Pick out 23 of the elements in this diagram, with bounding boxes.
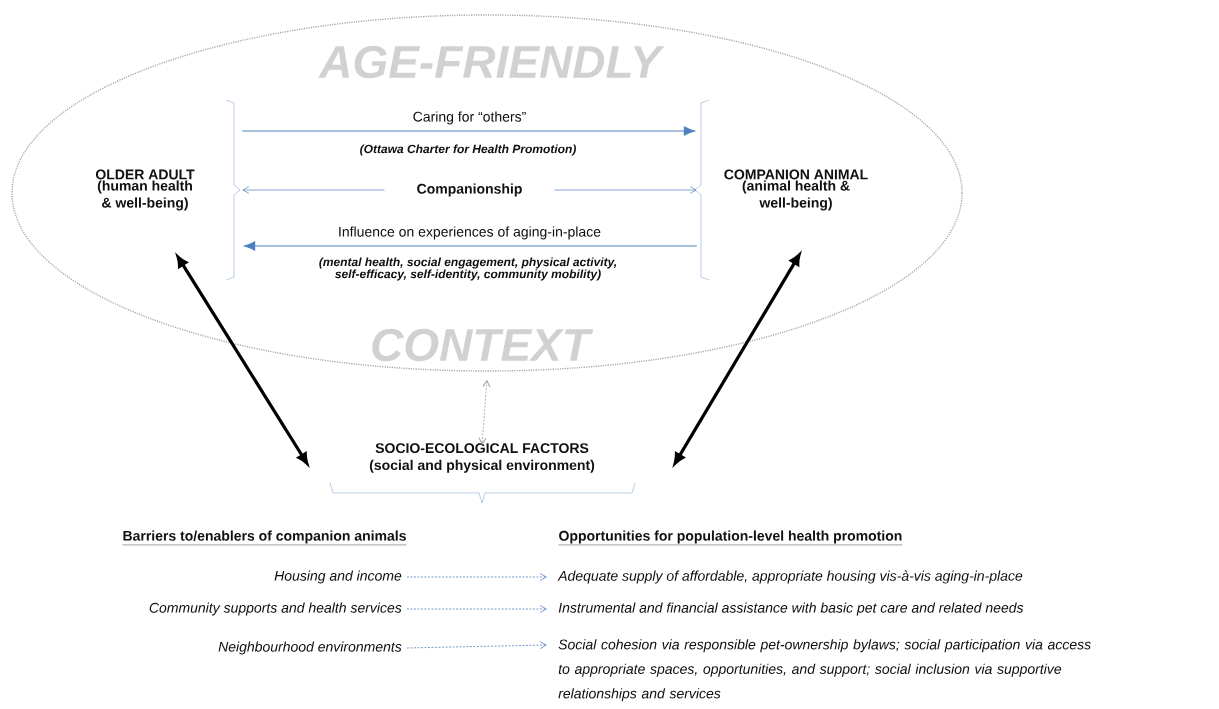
opportunity-text: Instrumental and financial assistance with basic pet care and related needs [558,602,1024,616]
arrow [406,641,547,650]
column-heading: Opportunities for population-level health promotion [558,530,903,546]
edge-label: Caring for “others” [413,111,526,125]
column-heading: Barriers to/enablers of companion animals [122,530,407,546]
edge-label: Companionship [384,180,555,200]
note-text: (mental health, social engagement, physical activity, self-efficacy, self-identity, community mobility) [319,257,617,281]
arrow [478,380,491,445]
opportunity-text: Social cohesion via responsible pet-ownership bylaws; social participation via access to appropriate spaces, opportunities, and support; social inclusion via supportive relationships and services [558,639,1091,702]
arrow [406,573,547,581]
arrow [244,241,698,251]
opportunity-text: Adequate supply of affordable, appropriate housing vis-à-vis aging-in-place [557,570,1023,584]
arrow [406,605,547,613]
factor-label: SOCIO-ECOLOGICAL FACTORS (social and physical environment) [369,443,595,473]
actor-label: COMPANION ANIMAL (animal health & well-being) [724,169,868,211]
barrier-text: Neighbourhood environments [218,641,402,655]
arrow [241,126,695,136]
barrier-text: Community supports and health services [149,602,402,616]
actor-label: OLDER ADULT (human health & well-being) [95,169,195,211]
edge-label: Influence on experiences of aging-in-place [339,226,601,240]
note-text: (Ottawa Charter for Health Promotion) [360,144,576,156]
context-ellipse [11,14,963,372]
barrier-text: Housing and income [274,570,402,584]
